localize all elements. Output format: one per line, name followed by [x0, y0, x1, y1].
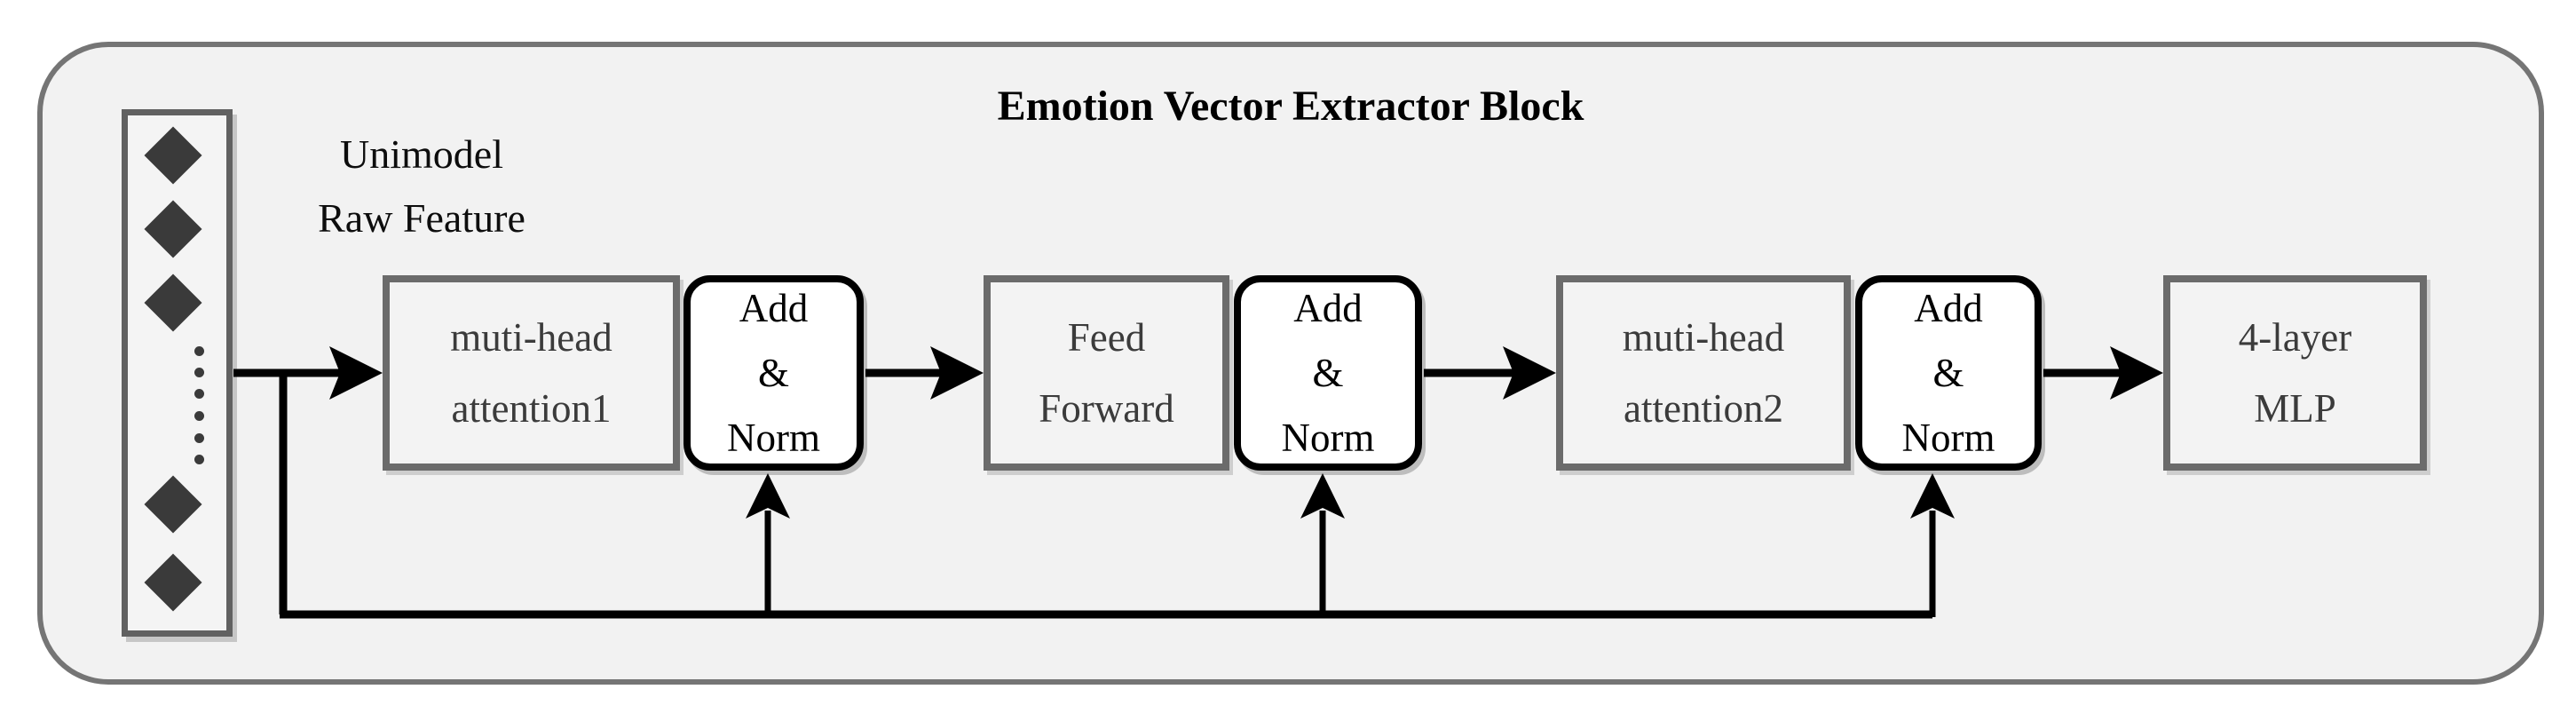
box-add-norm-1-line1: Add: [739, 285, 809, 330]
box-add-norm-1-line3: Norm: [727, 415, 820, 460]
box-add-norm-1-line2: &: [757, 350, 789, 395]
ellipsis-dot-icon: [194, 389, 204, 399]
box-multihead-attention2-line2: attention2: [1624, 386, 1783, 431]
box-multihead-attention1: muti-head attention1: [383, 275, 680, 471]
box-add-norm-2-line3: Norm: [1281, 415, 1375, 460]
box-multihead-attention1-line2: attention1: [451, 386, 612, 431]
box-add-norm-2-line2: &: [1312, 350, 1344, 395]
ellipsis-dot-icon: [194, 455, 204, 464]
input-feature-label-line1: Unimodel: [340, 131, 503, 177]
input-feature-label-line2: Raw Feature: [318, 195, 525, 241]
box-feed-forward: Feed Forward: [984, 275, 1229, 471]
box-4layer-mlp-line2: MLP: [2254, 386, 2336, 431]
box-add-norm-2: Add & Norm: [1234, 275, 1422, 471]
box-multihead-attention2-line1: muti-head: [1622, 315, 1785, 360]
box-feed-forward-line2: Forward: [1039, 386, 1174, 431]
box-add-norm-3-line3: Norm: [1901, 415, 1995, 460]
diagram-title: Emotion Vector Extractor Block: [997, 83, 1584, 130]
box-add-norm-2-line1: Add: [1293, 285, 1363, 330]
ellipsis-dot-icon: [194, 433, 204, 443]
box-add-norm-1: Add & Norm: [684, 275, 864, 471]
box-add-norm-3-line1: Add: [1914, 285, 1983, 330]
box-feed-forward-line1: Feed: [1067, 315, 1146, 360]
box-multihead-attention1-line1: muti-head: [450, 315, 612, 360]
box-4layer-mlp: 4-layer MLP: [2163, 275, 2427, 471]
box-multihead-attention2: muti-head attention2: [1556, 275, 1851, 471]
ellipsis-dot-icon: [194, 346, 204, 356]
ellipsis-dot-icon: [194, 411, 204, 421]
input-feature-label: Unimodel Raw Feature: [253, 123, 590, 250]
box-add-norm-3: Add & Norm: [1855, 275, 2042, 471]
ellipsis-dot-icon: [194, 368, 204, 377]
box-add-norm-3-line2: &: [1932, 350, 1964, 395]
input-feature-box: [122, 109, 233, 637]
box-4layer-mlp-line1: 4-layer: [2238, 315, 2352, 360]
